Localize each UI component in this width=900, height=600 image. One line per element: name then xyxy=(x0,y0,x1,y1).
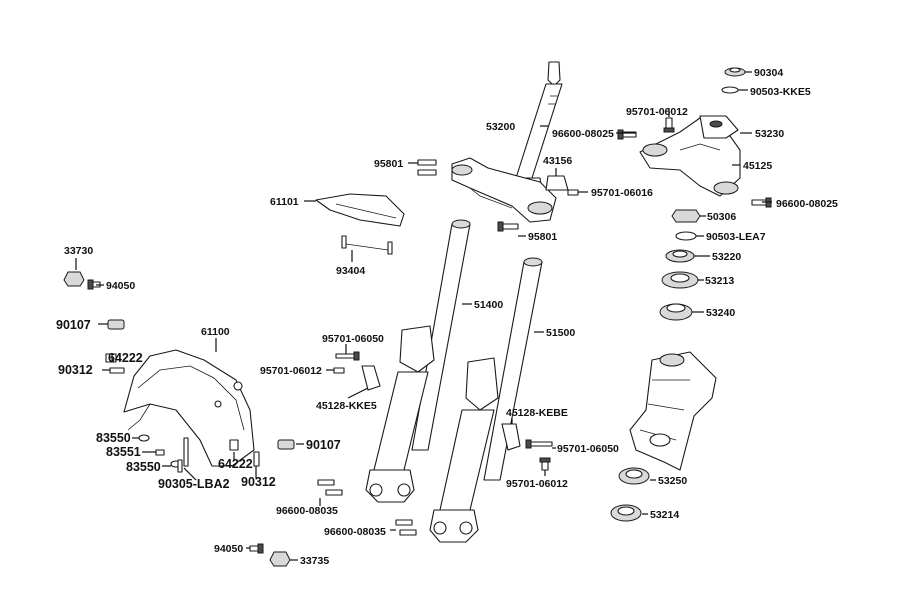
label-95801-bottom: 95801 xyxy=(528,231,557,243)
bolt-95701-06012-bottom xyxy=(539,457,551,471)
bolt-94050-bottom xyxy=(249,543,264,554)
frame-head-part xyxy=(629,351,717,471)
lower-triple-clamp-part xyxy=(451,157,557,223)
race-53240 xyxy=(659,303,693,321)
label-50306: 50306 xyxy=(707,211,736,223)
label-45125: 45125 xyxy=(743,160,772,172)
label-95701-06012-bottom: 95701-06012 xyxy=(506,478,568,490)
label-90304: 90304 xyxy=(754,67,783,79)
cover-61101-part xyxy=(315,193,405,227)
label-95801-top: 95801 xyxy=(374,158,403,170)
bolt-96600-08035-b xyxy=(395,519,417,536)
bracket-45128-kke5 xyxy=(361,365,381,391)
screw-90305-lba2 xyxy=(177,437,189,473)
label-95701-06050-right: 95701-06050 xyxy=(557,443,619,455)
label-33735: 33735 xyxy=(300,555,329,567)
bolt-95701-06050-left xyxy=(335,351,360,361)
seal-53214 xyxy=(610,504,642,522)
label-90305-lba2: 90305-LBA2 xyxy=(158,477,230,491)
label-83550-bottom: 83550 xyxy=(126,460,161,474)
label-93404: 93404 xyxy=(336,265,365,277)
label-64222-top: 64222 xyxy=(108,351,143,365)
label-53200: 53200 xyxy=(486,121,515,133)
label-95701-06016: 95701-06016 xyxy=(591,187,653,199)
bolt-90312-bottom xyxy=(253,451,260,467)
label-95701-06012-mid: 95701-06012 xyxy=(260,365,322,377)
clip-64222-bottom xyxy=(229,439,239,451)
label-96600-08035-a: 96600-08035 xyxy=(276,505,338,517)
label-83551: 83551 xyxy=(106,445,141,459)
label-90107-top: 90107 xyxy=(56,318,91,332)
label-53230: 53230 xyxy=(755,128,784,140)
label-33730: 33730 xyxy=(64,245,93,257)
fork-leg-51400-part xyxy=(365,219,471,503)
clip-83551 xyxy=(155,449,165,456)
fork-leg-51500-part xyxy=(429,257,543,543)
bolt-95701-06016 xyxy=(567,189,579,196)
washer-90503-kke5 xyxy=(721,86,739,94)
label-45128-kke5: 45128-KKE5 xyxy=(316,400,377,412)
clip-43156 xyxy=(545,175,569,191)
race-53250 xyxy=(618,467,650,485)
label-94050-top: 94050 xyxy=(106,280,135,292)
label-61101: 61101 xyxy=(270,196,299,208)
bolt-95701-06012-mid xyxy=(333,367,345,374)
leader-lines xyxy=(75,71,772,561)
upper-triple-clamp-part xyxy=(639,115,741,197)
label-43156: 43156 xyxy=(543,155,572,167)
bolt-90107-bottom xyxy=(277,439,295,450)
label-51500: 51500 xyxy=(546,327,575,339)
clip-83550-top xyxy=(138,434,150,442)
bolt-95701-06050-right xyxy=(525,439,553,449)
steering-stem-part xyxy=(507,61,563,193)
label-96600-08025-right: 96600-08025 xyxy=(776,198,838,210)
washer-90304 xyxy=(724,67,746,77)
cap-33730 xyxy=(63,271,85,287)
label-53250: 53250 xyxy=(658,475,687,487)
bolt-96600-08035-a xyxy=(317,479,343,496)
bolt-90312-top xyxy=(109,367,125,374)
label-53213: 53213 xyxy=(705,275,734,287)
label-45128-kebe: 45128-KEBE xyxy=(506,407,568,419)
label-83550-top: 83550 xyxy=(96,431,131,445)
label-90503-lea7: 90503-LEA7 xyxy=(706,231,766,243)
bolt-95801-top xyxy=(417,159,437,176)
bolt-95801-bottom xyxy=(497,221,519,232)
label-53240: 53240 xyxy=(706,307,735,319)
race-53220 xyxy=(665,249,695,263)
bolt-95701-06012-top xyxy=(663,117,675,133)
label-95701-06012-top: 95701-06012 xyxy=(626,106,688,118)
cap-33735 xyxy=(269,551,291,567)
label-96600-08025-left: 96600-08025 xyxy=(552,128,614,140)
bolt-96600-08025-left xyxy=(617,129,637,140)
label-90503-kke5: 90503-KKE5 xyxy=(750,86,811,98)
label-90107-bottom: 90107 xyxy=(306,438,341,452)
clip-64222-top xyxy=(105,353,117,363)
label-51400: 51400 xyxy=(474,299,503,311)
label-53220: 53220 xyxy=(712,251,741,263)
part-labels: 90304 90503-KKE5 95701-06012 53230 96600… xyxy=(56,67,838,567)
label-90312-top: 90312 xyxy=(58,363,93,377)
bearing-53213 xyxy=(661,271,699,289)
label-61100: 61100 xyxy=(201,326,230,338)
washer-90503-lea7 xyxy=(675,231,697,241)
screws-93404 xyxy=(341,235,393,255)
label-64222-bottom: 64222 xyxy=(218,457,253,471)
label-95701-06050-left: 95701-06050 xyxy=(322,333,384,345)
bracket-45128-kebe xyxy=(501,423,521,451)
label-90312-bottom: 90312 xyxy=(241,475,276,489)
nut-50306 xyxy=(671,209,701,223)
label-53214: 53214 xyxy=(650,509,679,521)
label-94050-bottom: 94050 xyxy=(214,543,243,555)
label-96600-08035-b: 96600-08035 xyxy=(324,526,386,538)
front-fender-61100-part xyxy=(123,349,255,467)
bolt-90107-top xyxy=(107,319,125,330)
